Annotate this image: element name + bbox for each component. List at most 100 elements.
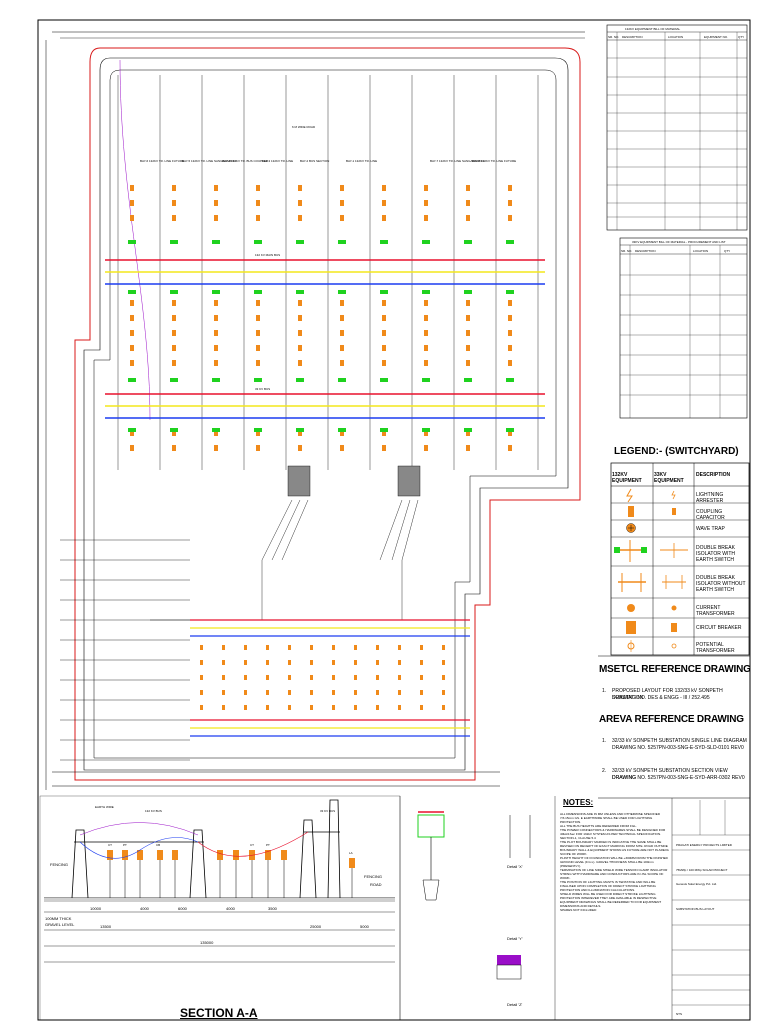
isolator-block	[506, 428, 514, 432]
equipment-block	[382, 345, 386, 351]
isolator-block	[170, 378, 178, 382]
equipment-block	[130, 200, 134, 206]
legend-desc: WAVE TRAP	[696, 526, 725, 532]
bay-label: BAY-7 132KV TR. LINE SANGARAMOCI	[430, 159, 485, 163]
isolator-block	[464, 428, 472, 432]
equipment-block	[382, 315, 386, 321]
section-dim: 13500	[100, 924, 112, 929]
equipment-block	[466, 445, 470, 451]
equipment-block	[288, 705, 291, 710]
isolator-block	[464, 378, 472, 382]
isolator-block	[338, 290, 346, 294]
detail-z-label: Detail 'Z'	[507, 1002, 523, 1007]
equipment-block	[172, 345, 176, 351]
equipment-block	[340, 185, 344, 191]
equipment-block	[266, 660, 269, 665]
equipment-block	[222, 645, 225, 650]
equipment-block	[382, 215, 386, 221]
equipment-block	[508, 315, 512, 321]
isolator-block	[128, 428, 136, 432]
isolator-block	[422, 240, 430, 244]
equipment-block	[376, 675, 379, 680]
equipment-block	[172, 215, 176, 221]
equipment-block	[376, 690, 379, 695]
equipment-block	[382, 200, 386, 206]
equipment-block	[508, 185, 512, 191]
equipment-columns	[128, 185, 514, 710]
equipment-block	[298, 445, 302, 451]
notes-title: NOTES:	[563, 798, 594, 807]
msetcl-num: 1.	[602, 688, 607, 694]
section-dim: 4000	[140, 906, 150, 911]
section-label: CB	[156, 843, 160, 847]
section-label: PT	[123, 843, 127, 847]
equipment-block	[200, 660, 203, 665]
section-label: PT	[266, 843, 270, 847]
equipment-block	[288, 660, 291, 665]
equipment-block	[256, 345, 260, 351]
equipment-block	[222, 705, 225, 710]
aux-bus-label: 33 KV BUS	[255, 387, 270, 391]
equipment-block	[382, 185, 386, 191]
equipment-block	[508, 200, 512, 206]
isolator-block	[506, 290, 514, 294]
equipment-block	[424, 300, 428, 306]
equipment-block	[354, 660, 357, 665]
equipment-block	[130, 215, 134, 221]
isolator-block	[212, 290, 220, 294]
equipment-block	[340, 360, 344, 366]
title-block: PRAGATI ENERGY PROJECTS LIMITED 75MWp / …	[671, 798, 750, 1020]
section-dim: 25000	[310, 924, 322, 929]
isolator-block	[254, 240, 262, 244]
section-dim: 6000	[178, 906, 188, 911]
section-dim: 3500	[268, 906, 278, 911]
equipment-block	[130, 430, 134, 436]
equipment-block	[214, 330, 218, 336]
areva-num: 1.	[602, 738, 607, 744]
section-dim: 10000	[90, 906, 102, 911]
equipment-block	[332, 660, 335, 665]
equipment-block	[310, 660, 313, 665]
isolator-block	[506, 378, 514, 382]
equipment-block	[200, 705, 203, 710]
equipment-block	[424, 345, 428, 351]
equipment-block	[466, 345, 470, 351]
equipment-block	[420, 660, 423, 665]
isolator-block	[464, 290, 472, 294]
isolator-block	[422, 290, 430, 294]
coupling-capacitor-icon	[628, 506, 676, 517]
title-drawing: SUBSTATION BUS LAYOUT	[676, 907, 715, 911]
isolator-block	[338, 240, 346, 244]
bom-2-header-loc: LOCATION	[693, 249, 708, 253]
bay-label: BAY-5 132KV TR. LINE SANGARAMOCI	[182, 159, 237, 163]
equipment-block	[340, 300, 344, 306]
potential-transformer-icon	[627, 640, 677, 652]
legend-col-33: 33KV EQUIPMENT	[654, 472, 684, 484]
isolator-block	[464, 240, 472, 244]
equipment-block	[214, 215, 218, 221]
section-label: 132 KV BUS	[145, 809, 162, 813]
equipment-block	[200, 690, 203, 695]
equipment-block	[382, 430, 386, 436]
equipment-block	[266, 705, 269, 710]
isolator-block	[128, 290, 136, 294]
areva-title: AREVA REFERENCE DRAWING	[599, 714, 744, 725]
note-item: SPARES NOT INCLUDED	[560, 908, 597, 912]
main-bus-label: 132 KV MAIN BUS	[255, 253, 280, 257]
areva-line: DRAWING NO. 5257PN-003-SNG-E-SYD-ARR-030…	[612, 775, 745, 781]
title-scale: NTS	[676, 1012, 682, 1016]
plan-view: 132 KV MAIN BUS 33 KV BUS 6 M WIDE ROAD …	[45, 31, 585, 790]
equipment-block	[424, 330, 428, 336]
section-label: ROAD	[370, 882, 382, 887]
equipment-block	[424, 445, 428, 451]
equipment-block	[466, 300, 470, 306]
equipment-block	[508, 330, 512, 336]
main-bus-132kv	[105, 259, 545, 419]
note-item: THE POSITION OF LIGHTING MASTS IS TENTAT…	[560, 880, 656, 892]
isolator-block	[128, 240, 136, 244]
bay-labels: BAY-6 132KV TR. LINE FUTURE BAY-5 132KV …	[140, 159, 516, 163]
equipment-block	[298, 360, 302, 366]
equipment-block	[340, 315, 344, 321]
isolator-block	[170, 290, 178, 294]
equipment-block	[424, 185, 428, 191]
